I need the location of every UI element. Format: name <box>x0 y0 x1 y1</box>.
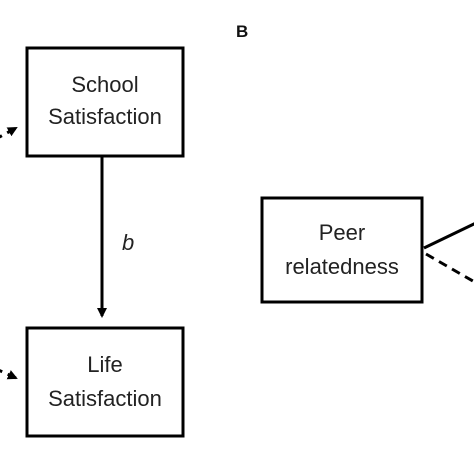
edge-incoming-school-dashed <box>0 126 18 139</box>
life-satisfaction-box <box>25 326 185 438</box>
school-satisfaction-label-line1: School <box>71 72 138 97</box>
edge-label-b: b <box>122 230 134 255</box>
peer-relatedness-label-line2: relatedness <box>285 254 399 279</box>
life-satisfaction-label-line2: Satisfaction <box>48 386 162 411</box>
edge-peer-dashed-outgoing <box>425 252 474 284</box>
peer-relatedness-label-line1: Peer <box>319 220 365 245</box>
edge-peer-solid-outgoing <box>423 222 474 250</box>
node-life-satisfaction: Life Satisfaction <box>25 326 185 438</box>
edge-incoming-life-dashed <box>0 369 18 380</box>
peer-relatedness-box <box>260 196 424 304</box>
node-school-satisfaction: School Satisfaction <box>25 46 185 158</box>
school-satisfaction-label-line2: Satisfaction <box>48 104 162 129</box>
panel-label-b: B <box>236 22 248 41</box>
school-satisfaction-box <box>25 46 185 158</box>
life-satisfaction-label-line1: Life <box>87 352 122 377</box>
node-peer-relatedness: Peer relatedness <box>260 196 424 304</box>
